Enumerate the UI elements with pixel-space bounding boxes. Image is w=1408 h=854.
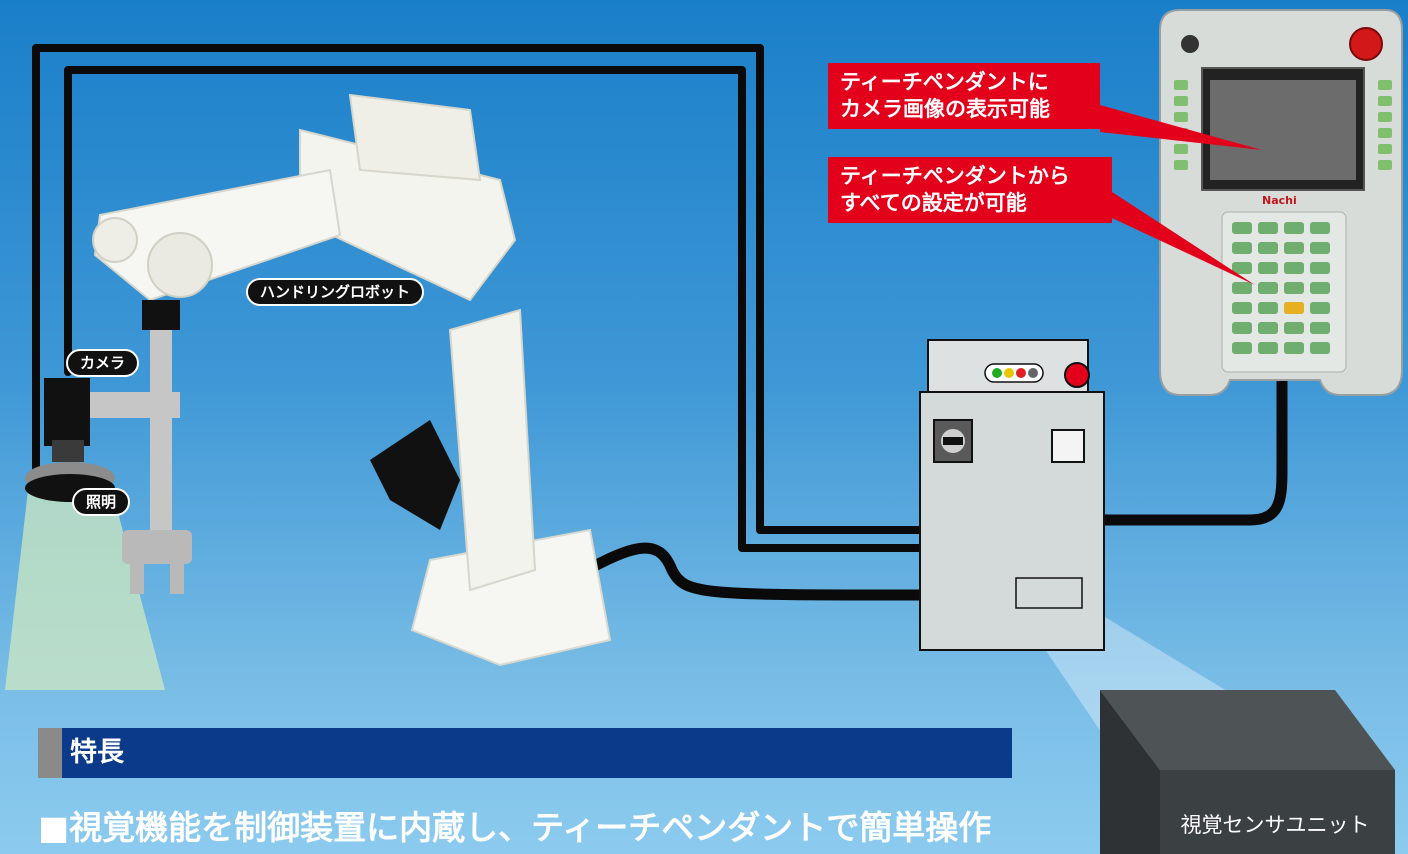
sensor-unit-label: 視覚センサユニット xyxy=(1180,813,1370,837)
callout-line: すべての設定が可能 xyxy=(840,191,1027,215)
sensor-unit-box xyxy=(1100,690,1395,854)
teach-pendant xyxy=(1159,9,1403,396)
robot-label: ハンドリングロボット xyxy=(246,278,425,306)
callout-line: カメラ画像の表示可能 xyxy=(840,97,1050,121)
callout-line: ティーチペンダントから xyxy=(840,164,1070,188)
pendant-brand: Nachi xyxy=(1262,194,1297,207)
light-label: 照明 xyxy=(72,488,131,516)
callout-pointer xyxy=(1100,105,1262,150)
callout-line: ティーチペンダントに xyxy=(840,70,1049,94)
signal-cables xyxy=(32,44,1288,601)
camera-label: カメラ xyxy=(66,349,140,377)
controller-cabinet xyxy=(919,339,1105,651)
callout-pointer xyxy=(1112,192,1255,285)
callout-camera-display: ティーチペンダントに カメラ画像の表示可能 xyxy=(828,63,1100,129)
camera-device xyxy=(44,378,90,462)
callout-all-settings: ティーチペンダントから すべての設定が可能 xyxy=(828,157,1112,223)
feature-section-header: 特長 xyxy=(38,728,1012,778)
section-accent xyxy=(38,728,62,778)
feature-headline: ■視覚機能を制御装置に内蔵し、ティーチペンダントで簡単操作 xyxy=(38,808,992,847)
section-title: 特長 xyxy=(70,737,124,768)
robot-body xyxy=(92,93,612,667)
gripper-assembly xyxy=(90,330,192,594)
